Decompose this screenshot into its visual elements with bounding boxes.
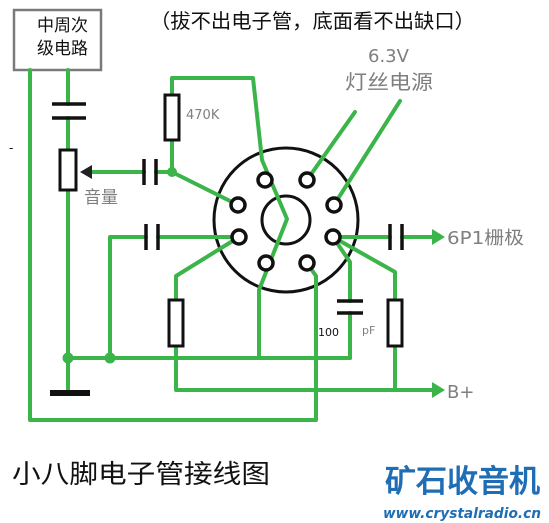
filament-voltage-label: 6.3V <box>368 46 410 67</box>
if-circuit-label-line1: 中周次 <box>37 16 88 36</box>
coupling-capacitor <box>52 102 86 120</box>
wire-470k-to-socket-and-bus <box>170 76 289 360</box>
output-capacitor <box>388 224 404 250</box>
ground-symbol <box>50 390 90 396</box>
wire-pin-5-to-left-resistor <box>174 235 241 302</box>
pot-wiper-arrow <box>80 165 92 179</box>
socket-pin-3 <box>229 196 247 214</box>
bplus-arrow <box>432 382 445 398</box>
wire-filament-a <box>305 110 357 182</box>
socket-note: （拔不出电子管，底面看不出缺口） <box>150 9 475 33</box>
socket-pin-1 <box>256 171 274 189</box>
volume-label: 音量 <box>84 188 118 208</box>
wire-if-to-socket-return <box>28 68 318 422</box>
grid-resistor-label: 470K <box>186 108 220 123</box>
socket-pin-2 <box>298 171 316 189</box>
capacitor-unit: pF <box>362 324 375 337</box>
capacitor-100pf <box>337 299 363 315</box>
wire-junction-to-pin-3 <box>170 170 240 207</box>
volume-potentiometer <box>58 148 78 192</box>
left-capacitor <box>144 224 160 250</box>
site-logo-name: 矿石收音机 <box>385 464 540 500</box>
filament-supply-label: 灯丝电源 <box>345 70 433 94</box>
socket-pin-4 <box>325 196 343 214</box>
if-circuit-box <box>12 8 103 72</box>
bplus-label: B+ <box>447 382 474 403</box>
right-resistor <box>386 298 404 348</box>
socket-pin-6 <box>324 228 342 246</box>
diagram-title: 小八脚电子管接线图 <box>12 460 270 490</box>
left-resistor <box>167 298 185 348</box>
wire-filament-b <box>332 99 402 207</box>
if-circuit-label-line2: 级电路 <box>37 39 88 59</box>
site-logo-url: www.crystalradio.cn <box>383 506 541 522</box>
grid-output-label: 6P1栅极 <box>447 228 524 249</box>
capacitor-value: 100 <box>318 326 339 339</box>
grid-resistor-470k <box>163 93 181 142</box>
grid-coupling-capacitor <box>142 159 158 185</box>
junction-dot <box>104 352 116 364</box>
junction-dot <box>167 167 177 177</box>
socket-pin-5 <box>230 228 248 246</box>
wire-left-cap-to-bus <box>108 235 148 360</box>
junction-dot <box>62 352 74 364</box>
socket-pin-8 <box>298 254 316 272</box>
wire-pin-6-to-right-resistor <box>331 235 397 302</box>
wire-pin-6-to-100pf <box>331 235 352 303</box>
wire-bplus-line <box>174 344 434 392</box>
margin-mark: - <box>9 141 13 155</box>
socket-pin-7 <box>257 254 275 272</box>
grid-output-arrow <box>432 229 445 245</box>
